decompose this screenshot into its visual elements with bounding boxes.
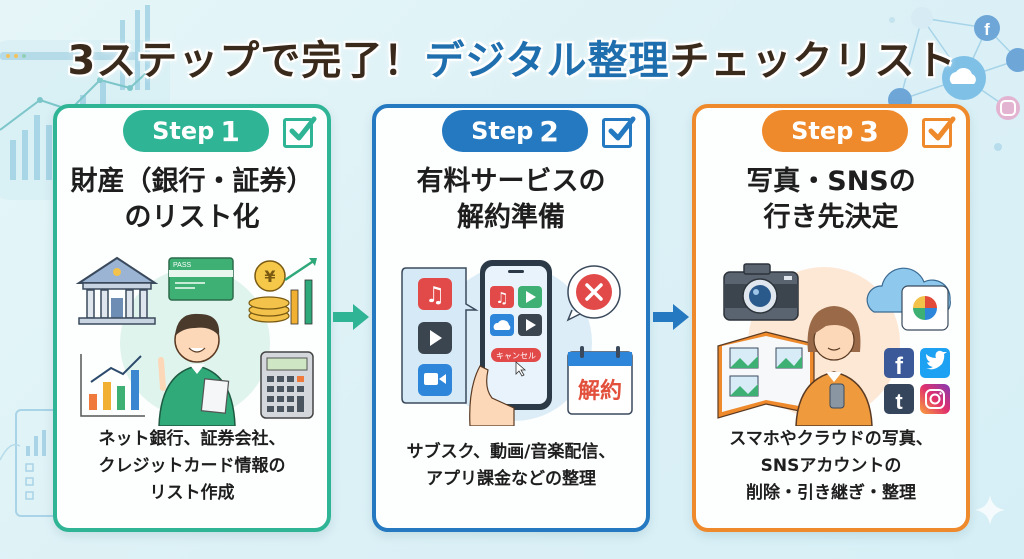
app-list-panel: ♫ [401,267,479,404]
facebook-icon: f [884,348,914,380]
instagram-icon [920,384,950,414]
video-app-icon [418,322,452,354]
person-holding-list-icon [158,313,236,426]
step-badge-label: Step [791,117,854,145]
step-card-2: Step 2 有料サービスの 解約準備 ♫ ♫ キャンセル [372,104,650,532]
checkbox-checked-icon[interactable] [283,116,317,148]
title-highlight: デジタル整理 [424,38,670,84]
step2-illustration: ♫ ♫ キャンセル 解約 [401,260,633,426]
calculator-icon [260,351,314,419]
svg-text:PASS: PASS [173,262,191,269]
tumblr-icon: t [884,384,914,414]
step-badge-number: 3 [859,114,879,148]
step-badge: Step 1 [123,110,269,152]
svg-text:♫: ♫ [425,283,445,308]
step-badge-number: 2 [539,114,559,148]
svg-text:キャンセル: キャンセル [496,352,536,361]
twitter-icon [920,348,950,378]
bank-icon [75,256,159,325]
svg-text:解約: 解約 [578,378,622,404]
background-checklist-decoration [0,409,60,517]
growth-bar-chart-icon [284,258,317,325]
checkbox-checked-icon[interactable] [602,116,636,148]
svg-text:¥: ¥ [264,267,275,286]
music-app-icon: ♫ [418,278,452,310]
step-title: 有料サービスの 解約準備 [416,166,606,233]
step-badge: Step 3 [762,110,908,152]
step1-illustration: PASS ¥ [75,256,317,426]
step-description: サブスク、動画/音楽配信、 アプリ課金などの整理 [406,442,616,489]
cancel-button [491,348,541,362]
step-card-3: Step 3 写真・SNSの 行き先決定 [692,104,970,532]
checkbox-checked-icon[interactable] [922,116,956,148]
step-title: 写真・SNSの 行き先決定 [746,166,916,233]
step-badge-label: Step [152,117,215,145]
step-card-1: Step 1 財産（銀行・証券） のリスト化 PASS ¥ [53,104,331,532]
sparkle-decoration [975,495,1005,525]
passbook-card-icon: PASS [168,257,234,301]
photo-album-icon [717,331,815,419]
step-badge-label: Step [471,117,534,145]
small-bar-chart-icon [80,354,145,417]
arrow-right-icon [333,304,369,330]
title-part1: 3ステップで完了！ [67,38,425,84]
page-title: 3ステップで完了！デジタル整理チェックリスト [0,28,1024,86]
arrow-right-icon [653,304,689,330]
step-badge-number: 1 [220,114,240,148]
step-title: 財産（銀行・証券） のリスト化 [70,166,314,233]
svg-text:t: t [895,389,903,414]
step3-illustration: f t [717,263,951,426]
person-with-phone-icon [795,306,873,426]
cloud-photos-icon [866,267,951,331]
title-part2: チェックリスト [669,38,957,84]
yen-coins-icon: ¥ [248,260,290,323]
step-description: スマホやクラウドの写真、 SNSアカウントの 削除・引き継ぎ・整理 [729,428,933,503]
camera-icon [723,263,799,321]
step-badge: Step 2 [442,110,588,152]
step-description: ネット銀行、証券会社、 クレジットカード情報の リスト作成 [98,428,286,503]
svg-text:♫: ♫ [495,289,508,307]
cancel-x-icon [566,265,621,322]
video-call-app-icon [418,364,452,396]
smartphone-icon: ♫ キャンセル [480,260,552,410]
calendar-icon: 解約 [567,346,633,415]
svg-text:f: f [895,353,904,380]
